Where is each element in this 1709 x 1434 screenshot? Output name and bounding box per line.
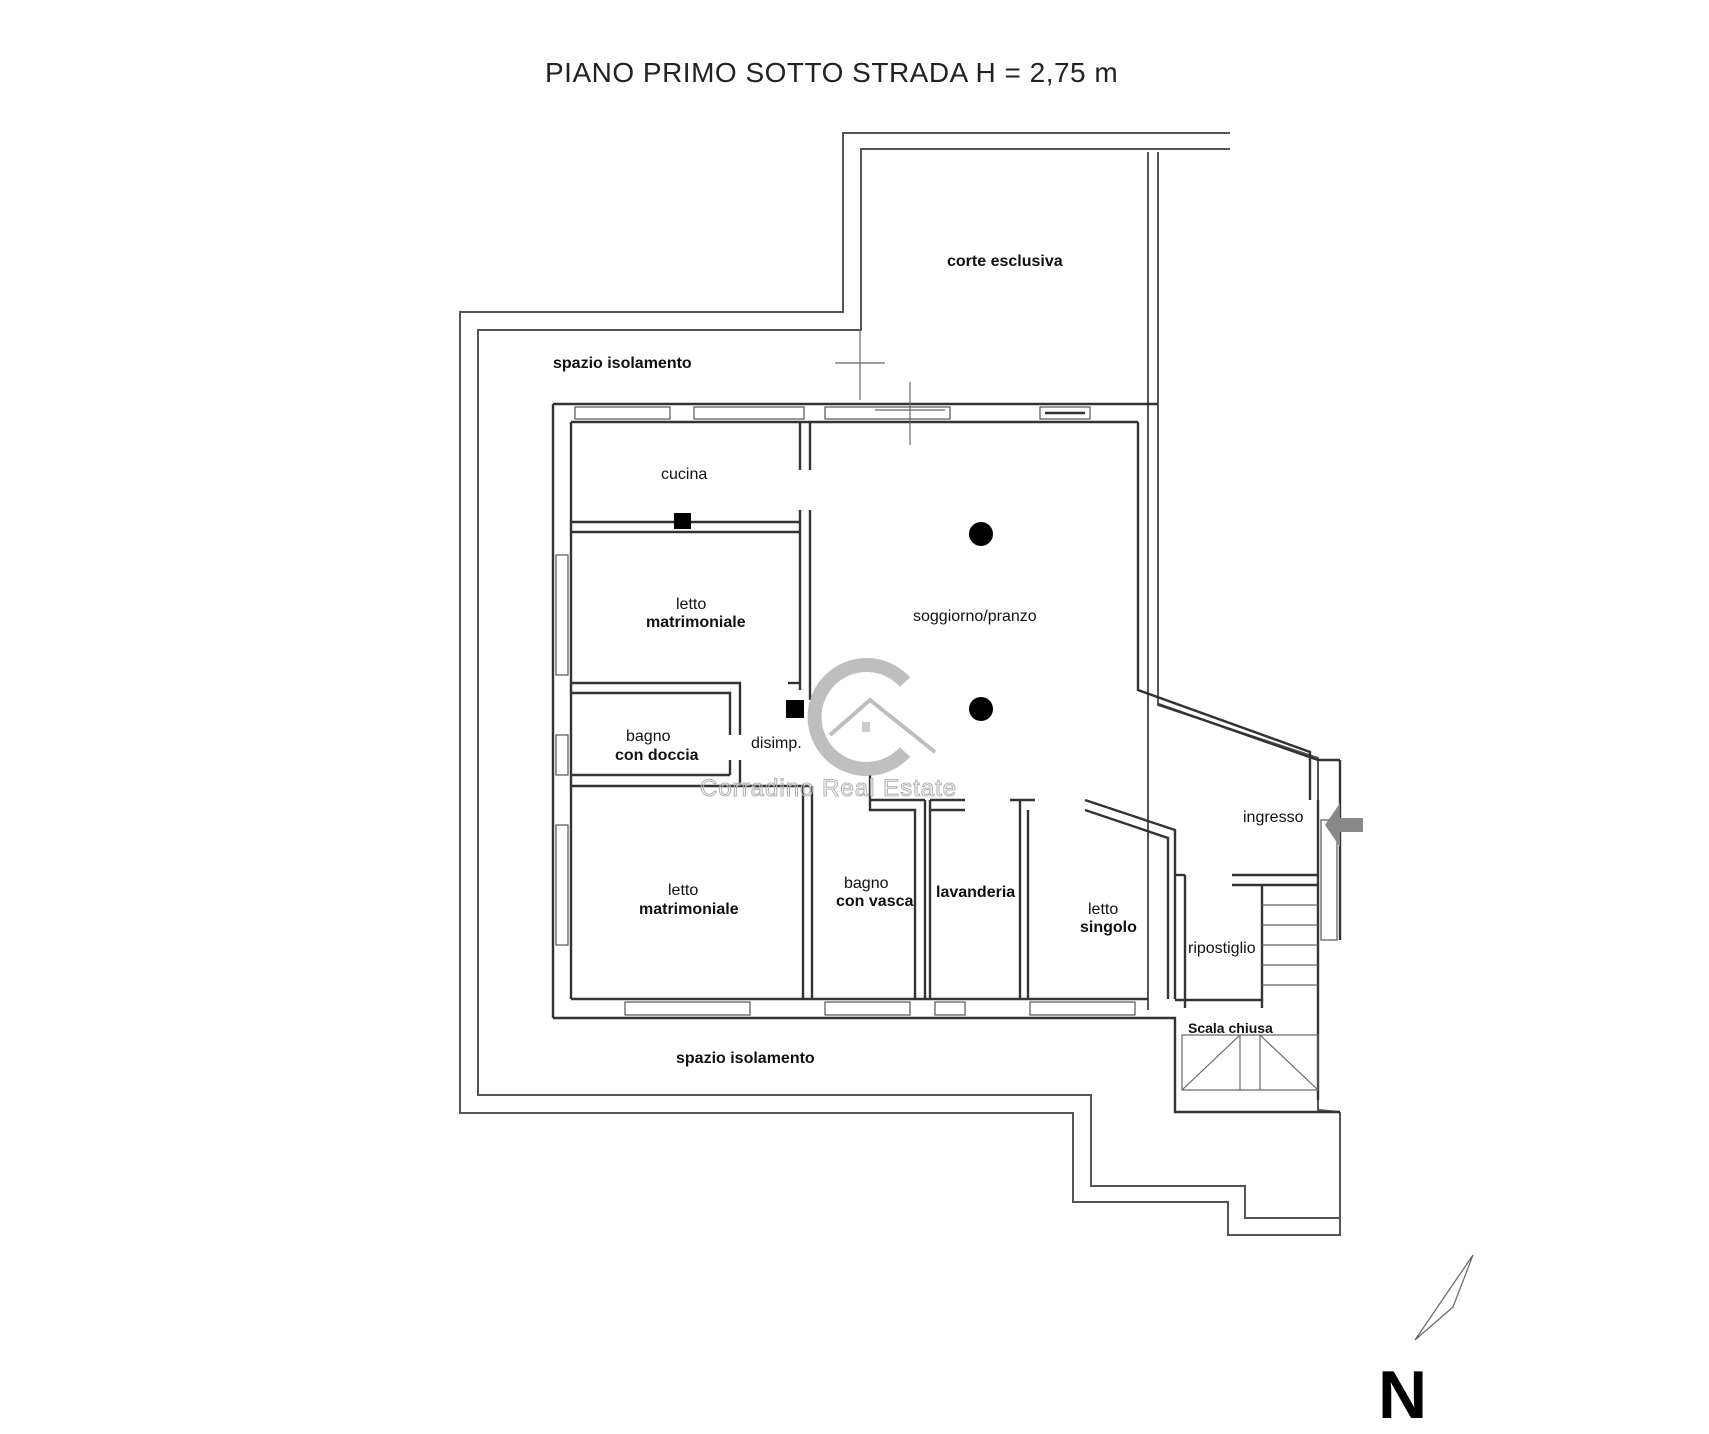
room-label-disimp: disimp. — [751, 735, 802, 752]
column-round — [969, 522, 993, 546]
cross-marks — [835, 330, 945, 445]
room-label-soggiorno: soggiorno/pranzo — [913, 608, 1037, 625]
entrance-arrow-icon — [1325, 803, 1363, 847]
room-label-bagno1-a: bagno — [626, 728, 671, 745]
room-label-spazio-top: spazio isolamento — [553, 355, 692, 372]
watermark-logo — [807, 658, 937, 776]
room-label-scala: Scala chiusa — [1188, 1020, 1273, 1036]
watermark-text: Corradino Real Estate — [700, 775, 957, 802]
plan-title: PIANO PRIMO SOTTO STRADA H = 2,75 m — [545, 57, 1118, 88]
stairs — [1181, 904, 1319, 1091]
windows — [555, 406, 1338, 1016]
room-label-ripostiglio: ripostiglio — [1188, 940, 1256, 957]
north-arrow-icon — [1414, 1254, 1474, 1341]
room-label-lavanderia: lavanderia — [936, 884, 1015, 901]
room-label-letto1-a: letto — [676, 596, 706, 613]
building-walls — [551, 402, 1342, 1114]
room-label-bagno2-a: bagno — [844, 875, 889, 892]
room-label-ingresso: ingresso — [1243, 809, 1304, 826]
room-label-letto3-b: singolo — [1080, 919, 1137, 936]
room-label-bagno1-b: con doccia — [615, 747, 699, 764]
room-label-corte: corte esclusiva — [947, 253, 1063, 270]
room-label-letto2-a: letto — [668, 882, 698, 899]
column-square — [786, 700, 804, 718]
column-round — [969, 697, 993, 721]
room-label-letto1-b: matrimoniale — [646, 614, 746, 631]
room-label-letto2-b: matrimoniale — [639, 901, 739, 918]
north-label: N — [1378, 1357, 1427, 1433]
outer-boundary — [459, 132, 1341, 1236]
room-label-cucina: cucina — [661, 466, 707, 483]
room-label-spazio-bottom: spazio isolamento — [676, 1050, 815, 1067]
column-square — [674, 513, 691, 529]
room-label-bagno2-b: con vasca — [836, 893, 913, 910]
columns — [674, 513, 993, 721]
room-label-letto3-a: letto — [1088, 901, 1118, 918]
